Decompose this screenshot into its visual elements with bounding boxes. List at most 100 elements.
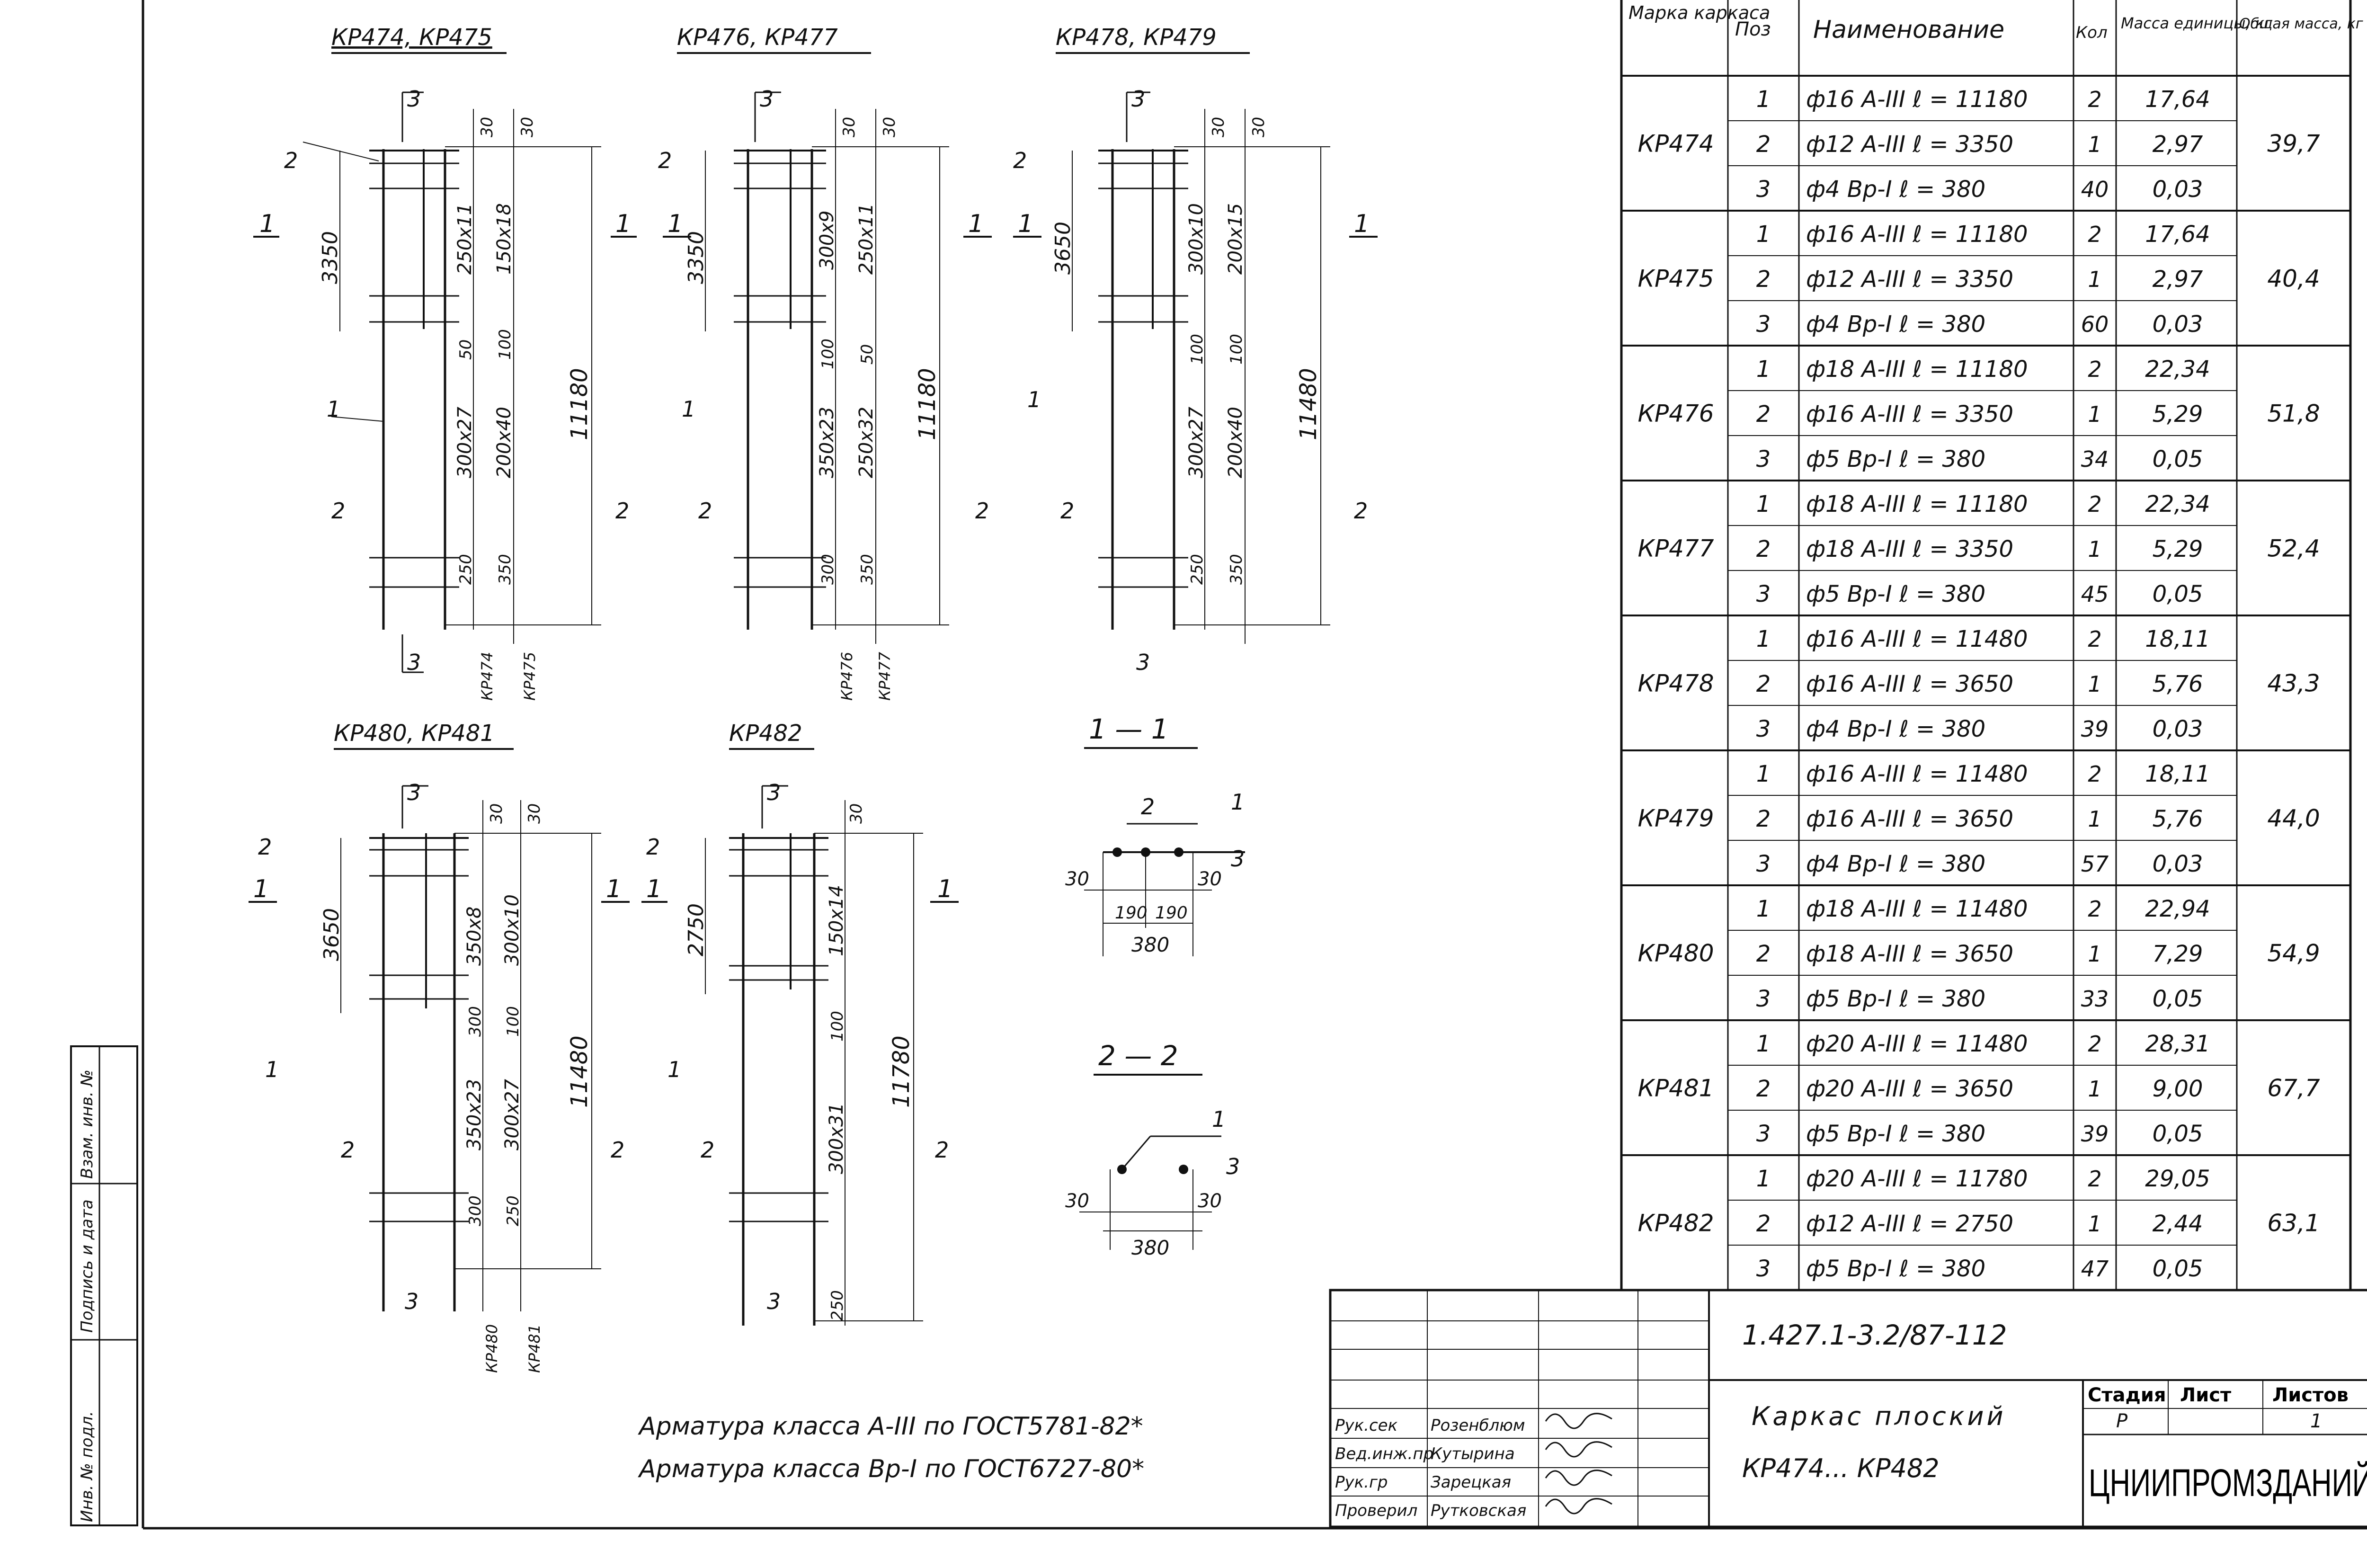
v2-dim-350x23: 350х23: [816, 407, 838, 478]
spec-row-qty: 1: [2088, 1076, 2101, 1102]
spec-row-pos: 2: [1756, 536, 1771, 562]
spec-mark-КР481: КР481: [1637, 1075, 1714, 1102]
spec-row-name: ф20 А-III ℓ = 11480: [1806, 1031, 2028, 1057]
spec-row-pos: 3: [1756, 1121, 1771, 1147]
spec-row-pos: 1: [1756, 491, 1771, 517]
sheets-value: 1: [2310, 1410, 2322, 1432]
stamp-vzam-inv: Взам. инв. №: [78, 1069, 97, 1179]
spec-total-КР479: 44,0: [2267, 805, 2320, 832]
spec-row-mass: 0,03: [2153, 716, 2203, 742]
v4-dim-30b: 30: [525, 803, 544, 824]
v3-pos-2: 2: [1013, 148, 1027, 173]
s1-dim-380: 380: [1131, 933, 1169, 956]
section-mark-1-left: 1: [259, 210, 275, 238]
v4-section-1-left: 1: [253, 875, 269, 903]
spec-row-pos: 1: [1756, 626, 1771, 652]
spec-row-mass: 9,00: [2153, 1076, 2203, 1102]
v4-dim-250: 250: [504, 1195, 523, 1226]
spec-row-name: ф16 А-III ℓ = 3650: [1806, 806, 2013, 832]
spec-total-КР478: 43,3: [2267, 670, 2320, 697]
s2-dim-30b: 30: [1198, 1190, 1222, 1212]
v4-section-1-right: 1: [606, 875, 622, 903]
spec-row-qty: 2: [2088, 761, 2101, 787]
spec-row-name: ф12 А-III ℓ = 3350: [1806, 266, 2013, 293]
section-1-1: 1 — 1 30 190 190 30 380 2 1 3: [1065, 713, 1245, 956]
v5-dim-30: 30: [847, 803, 866, 824]
spec-row-name: ф5 Вр-I ℓ = 380: [1806, 446, 1985, 472]
s2-mark-1: 1: [1212, 1106, 1226, 1132]
spec-total-КР476: 51,8: [2267, 400, 2320, 428]
v4-dim-3650: 3650: [320, 908, 344, 961]
org-name: ЦНИИПРОМЗДАНИЙ: [2089, 1461, 2367, 1505]
spec-row-pos: 3: [1756, 1256, 1771, 1282]
role-person: Зарецкая: [1431, 1473, 1511, 1492]
v5-dim-150x14: 150х14: [826, 885, 847, 956]
section-mark-1-right: 1: [615, 210, 631, 238]
stage-value: Р: [2116, 1410, 2128, 1432]
spec-row-mass: 5,29: [2153, 401, 2203, 428]
role-person: Кутырина: [1431, 1444, 1515, 1463]
spec-row-pos: 3: [1756, 311, 1771, 338]
v2-dim-100: 100: [819, 339, 837, 369]
view4-title: КР480, КР481: [334, 720, 495, 747]
stamp-inv-podl: Инв. № подл.: [78, 1411, 97, 1522]
v3-dim-11480: 11480: [1295, 368, 1322, 440]
v5-pos-1: 1: [667, 1057, 681, 1082]
v2-dim-300: 300: [819, 554, 837, 585]
spec-row-pos: 2: [1756, 806, 1771, 832]
view1-title: КР474, КР475: [331, 24, 492, 51]
spec-row-name: ф18 А-III ℓ = 11480: [1806, 896, 2028, 922]
s1-dim-30a: 30: [1065, 868, 1089, 890]
spec-row-name: ф20 А-III ℓ = 11780: [1806, 1166, 2028, 1192]
v2-section-1-left: 1: [667, 210, 683, 238]
v5-dim-100: 100: [828, 1011, 847, 1042]
s1-dim-190a: 190: [1115, 903, 1148, 923]
v2-pos-3: 3: [760, 86, 774, 112]
spec-row-name: ф5 Вр-I ℓ = 380: [1806, 986, 1985, 1012]
spec-mark-КР478: КР478: [1637, 670, 1714, 697]
spec-row-pos: 2: [1756, 131, 1771, 158]
doc-code: 1.427.1-3.2/87-112: [1742, 1319, 2007, 1351]
v3-pos-3-bottom: 3: [1136, 650, 1150, 675]
v3-dim-3650: 3650: [1051, 222, 1075, 275]
spec-row-pos: 3: [1756, 176, 1771, 203]
v5-section-1-right: 1: [937, 875, 953, 903]
spec-total-КР475: 40,4: [2267, 265, 2320, 293]
spec-row-name: ф5 Вр-I ℓ = 380: [1806, 1121, 1985, 1147]
spec-row-pos: 1: [1756, 86, 1771, 113]
v4-dim-300x10: 300х10: [501, 894, 523, 966]
spec-row-mass: 7,29: [2153, 941, 2203, 967]
title-line-2: КР474... КР482: [1742, 1453, 1940, 1483]
v3-dim-100a: 100: [1188, 334, 1207, 365]
spec-row-qty: 33: [2081, 986, 2109, 1012]
spec-row-pos: 2: [1756, 1211, 1771, 1237]
spec-row-mass: 2,97: [2153, 131, 2203, 158]
v3-dim-100b: 100: [1227, 334, 1246, 365]
spec-row-mass: 18,11: [2145, 626, 2210, 652]
spec-row-pos: 3: [1756, 446, 1771, 472]
v3-dim-30b: 30: [1249, 117, 1268, 137]
v2-dim-30b: 30: [880, 117, 899, 137]
spec-row-qty: 2: [2088, 491, 2101, 517]
v3-pos-1: 1: [1027, 387, 1041, 412]
v4-dim-300b: 300: [466, 1195, 485, 1226]
spec-row-mass: 0,05: [2153, 446, 2203, 472]
v2-section-1-right: 1: [968, 210, 984, 238]
v2-dim-kp477: КР477: [876, 651, 894, 701]
s2-mark-3: 3: [1226, 1154, 1240, 1179]
spec-row-name: ф16 А-III ℓ = 11180: [1806, 221, 2028, 248]
v2-dim-300x9: 300х9: [816, 211, 838, 270]
signature: [1545, 1413, 1612, 1429]
spec-mark-КР477: КР477: [1637, 535, 1714, 562]
spec-row-name: ф16 А-III ℓ = 3350: [1806, 401, 2013, 428]
dim-3350: 3350: [318, 231, 342, 284]
spec-row-qty: 45: [2081, 581, 2109, 607]
dim-200x40: 200х40: [493, 407, 515, 478]
section-1-1-title: 1 — 1: [1089, 713, 1169, 745]
spec-row-pos: 2: [1756, 671, 1771, 697]
v2-dim-30a: 30: [840, 117, 859, 137]
spec-row-qty: 1: [2088, 132, 2101, 157]
spec-row-pos: 2: [1756, 1076, 1771, 1102]
v2-pos-2b: 2: [698, 498, 712, 524]
